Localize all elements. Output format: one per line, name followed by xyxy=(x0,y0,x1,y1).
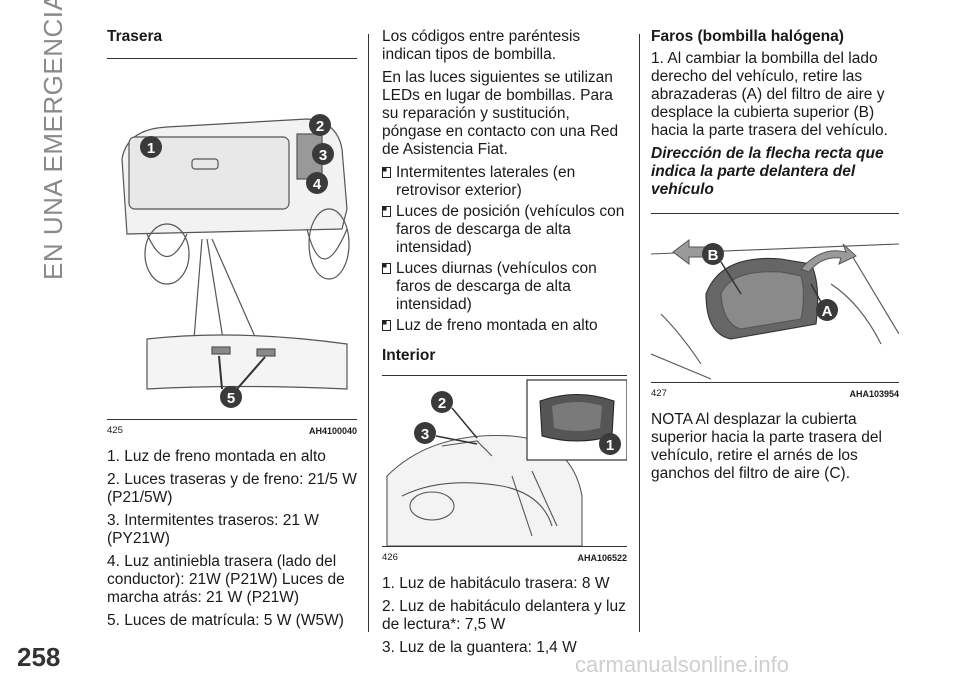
rear-truck-illustration: 1 2 3 4 5 xyxy=(121,114,350,408)
list-item: 3. Luz de la guantera: 1,4 W xyxy=(382,639,577,656)
callout-A xyxy=(816,299,838,321)
svg-text:1: 1 xyxy=(606,437,614,454)
leds-text: En las luces siguientes se utilizan LEDs… xyxy=(382,69,619,158)
bullet-icon xyxy=(382,167,391,178)
bullet-icon xyxy=(382,206,391,217)
column-divider-2 xyxy=(639,34,640,632)
column-headlamps: Faros (bombilla halógena) 1. Al cambiar … xyxy=(650,28,900,488)
list-item: 3. Intermitentes traseros: 21 W (PY21W) xyxy=(107,512,319,547)
figure-427: B A xyxy=(650,213,900,382)
svg-text:5: 5 xyxy=(227,390,235,407)
bullet-icon xyxy=(382,263,391,274)
arrow-note: Dirección de la flecha recta que indica … xyxy=(651,145,884,198)
column-divider-1 xyxy=(368,34,369,632)
list-item: 4. Luz antiniebla trasera (lado del cond… xyxy=(107,553,345,606)
callout-1 xyxy=(140,136,162,158)
svg-text:3: 3 xyxy=(319,147,327,164)
callout-3 xyxy=(312,143,334,165)
svg-text:2: 2 xyxy=(316,118,324,135)
figure-425: 1 2 3 4 5 xyxy=(107,58,357,419)
section-heading-interior: Interior xyxy=(382,347,436,364)
section-heading-headlamps: Faros (bombilla halógena) xyxy=(651,28,844,45)
figure-426: 2 3 1 xyxy=(382,375,628,547)
callout-3 xyxy=(414,422,436,444)
callout-B xyxy=(702,243,724,265)
bullet-item: Intermitentes laterales (en retrovisor e… xyxy=(382,164,627,200)
svg-text:B: B xyxy=(708,247,719,264)
figure-427-caption: 427 AHA103954 xyxy=(651,382,899,403)
svg-text:2: 2 xyxy=(438,395,446,412)
note-text: NOTA Al desplazar la cubierta superior h… xyxy=(651,411,882,482)
section-heading-rear: Trasera xyxy=(107,28,163,45)
list-item: 2. Luz de habitáculo delantera y luz de … xyxy=(382,598,626,633)
figure-426-caption: 426 AHA106522 xyxy=(382,546,627,567)
list-item: 2. Luces traseras y de freno: 21/5 W (P2… xyxy=(107,471,357,506)
callout-2 xyxy=(431,391,453,413)
intro-text: Los códigos entre paréntesis indican tip… xyxy=(382,28,581,63)
bullet-item: Luces diurnas (vehículos con faros de de… xyxy=(382,260,627,314)
chapter-side-title: EN UNA EMERGENCIA xyxy=(38,0,68,280)
bullet-item: Luz de freno montada en alto xyxy=(382,317,627,335)
air-filter-illustration: B A xyxy=(650,239,900,380)
callout-4 xyxy=(306,172,328,194)
svg-text:1: 1 xyxy=(147,140,155,157)
svg-text:A: A xyxy=(822,303,833,320)
svg-text:4: 4 xyxy=(313,176,322,193)
list-item: 5. Luces de matrícula: 5 W (W5W) xyxy=(107,612,344,629)
callout-1 xyxy=(599,433,621,455)
list-item: 1. Luz de freno montada en alto xyxy=(107,448,326,465)
svg-text:3: 3 xyxy=(421,426,429,443)
column-rear-lights: Trasera 1 2 3 xyxy=(107,28,357,635)
callout-2 xyxy=(309,114,331,136)
interior-illustration: 2 3 1 xyxy=(386,379,628,547)
column-led-interior: Los códigos entre paréntesis indican tip… xyxy=(382,28,628,662)
bullet-icon xyxy=(382,320,391,331)
watermark: carmanualsonline.info xyxy=(575,652,790,677)
callout-5 xyxy=(220,386,242,408)
page-number: 258 xyxy=(17,642,61,672)
bullet-item: Luces de posición (vehículos con faros d… xyxy=(382,203,627,257)
list-item: 1. Luz de habitáculo trasera: 8 W xyxy=(382,575,610,592)
figure-425-caption: 425 AH4100040 xyxy=(107,419,357,440)
step-text: 1. Al cambiar la bombilla del lado derec… xyxy=(651,50,888,139)
